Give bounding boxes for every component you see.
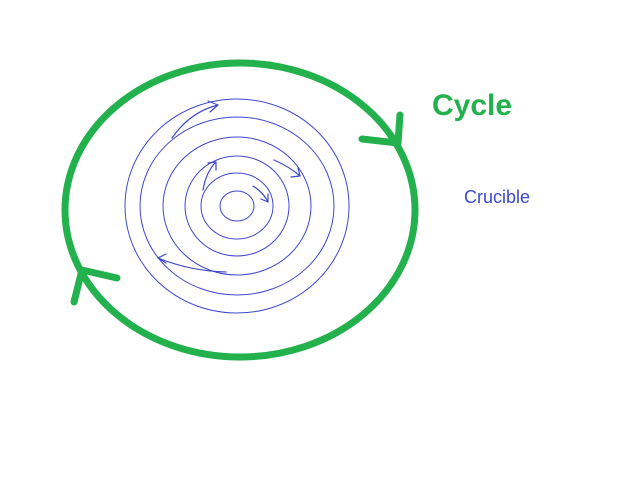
- outer-cycle-ring: [61, 59, 419, 361]
- crucible-ring-2: [200, 172, 274, 240]
- crucible-ring-6: [124, 98, 350, 314]
- crucible-rings: [124, 98, 350, 314]
- crucible-ring-3: [184, 155, 290, 257]
- inner-arrow-2-head-icon: [207, 161, 217, 171]
- crucible-ring-1: [219, 190, 255, 222]
- inner-arrow-5-head-icon: [157, 253, 167, 264]
- inner-arrow-1-head-icon: [207, 100, 219, 113]
- inner-arrow-5-icon: [157, 257, 227, 273]
- inner-arrow-3-head-icon: [290, 167, 301, 178]
- inner-arrow-3-icon: [273, 159, 301, 177]
- inner-arrow-1-icon: [171, 104, 219, 139]
- inner-arrow-4-head-icon: [260, 193, 269, 203]
- outer-arrow-top-right-icon: [358, 111, 404, 147]
- outer-arrow-bottom-left-icon: [70, 266, 121, 306]
- inner-arrow-2-icon: [202, 161, 217, 191]
- crucible-label: Crucible: [464, 187, 531, 207]
- crucible-ring-5: [139, 116, 335, 296]
- inner-arrow-4-icon: [252, 185, 269, 203]
- crucible-ring-4: [162, 136, 312, 276]
- cycle-label: Cycle: [432, 89, 513, 122]
